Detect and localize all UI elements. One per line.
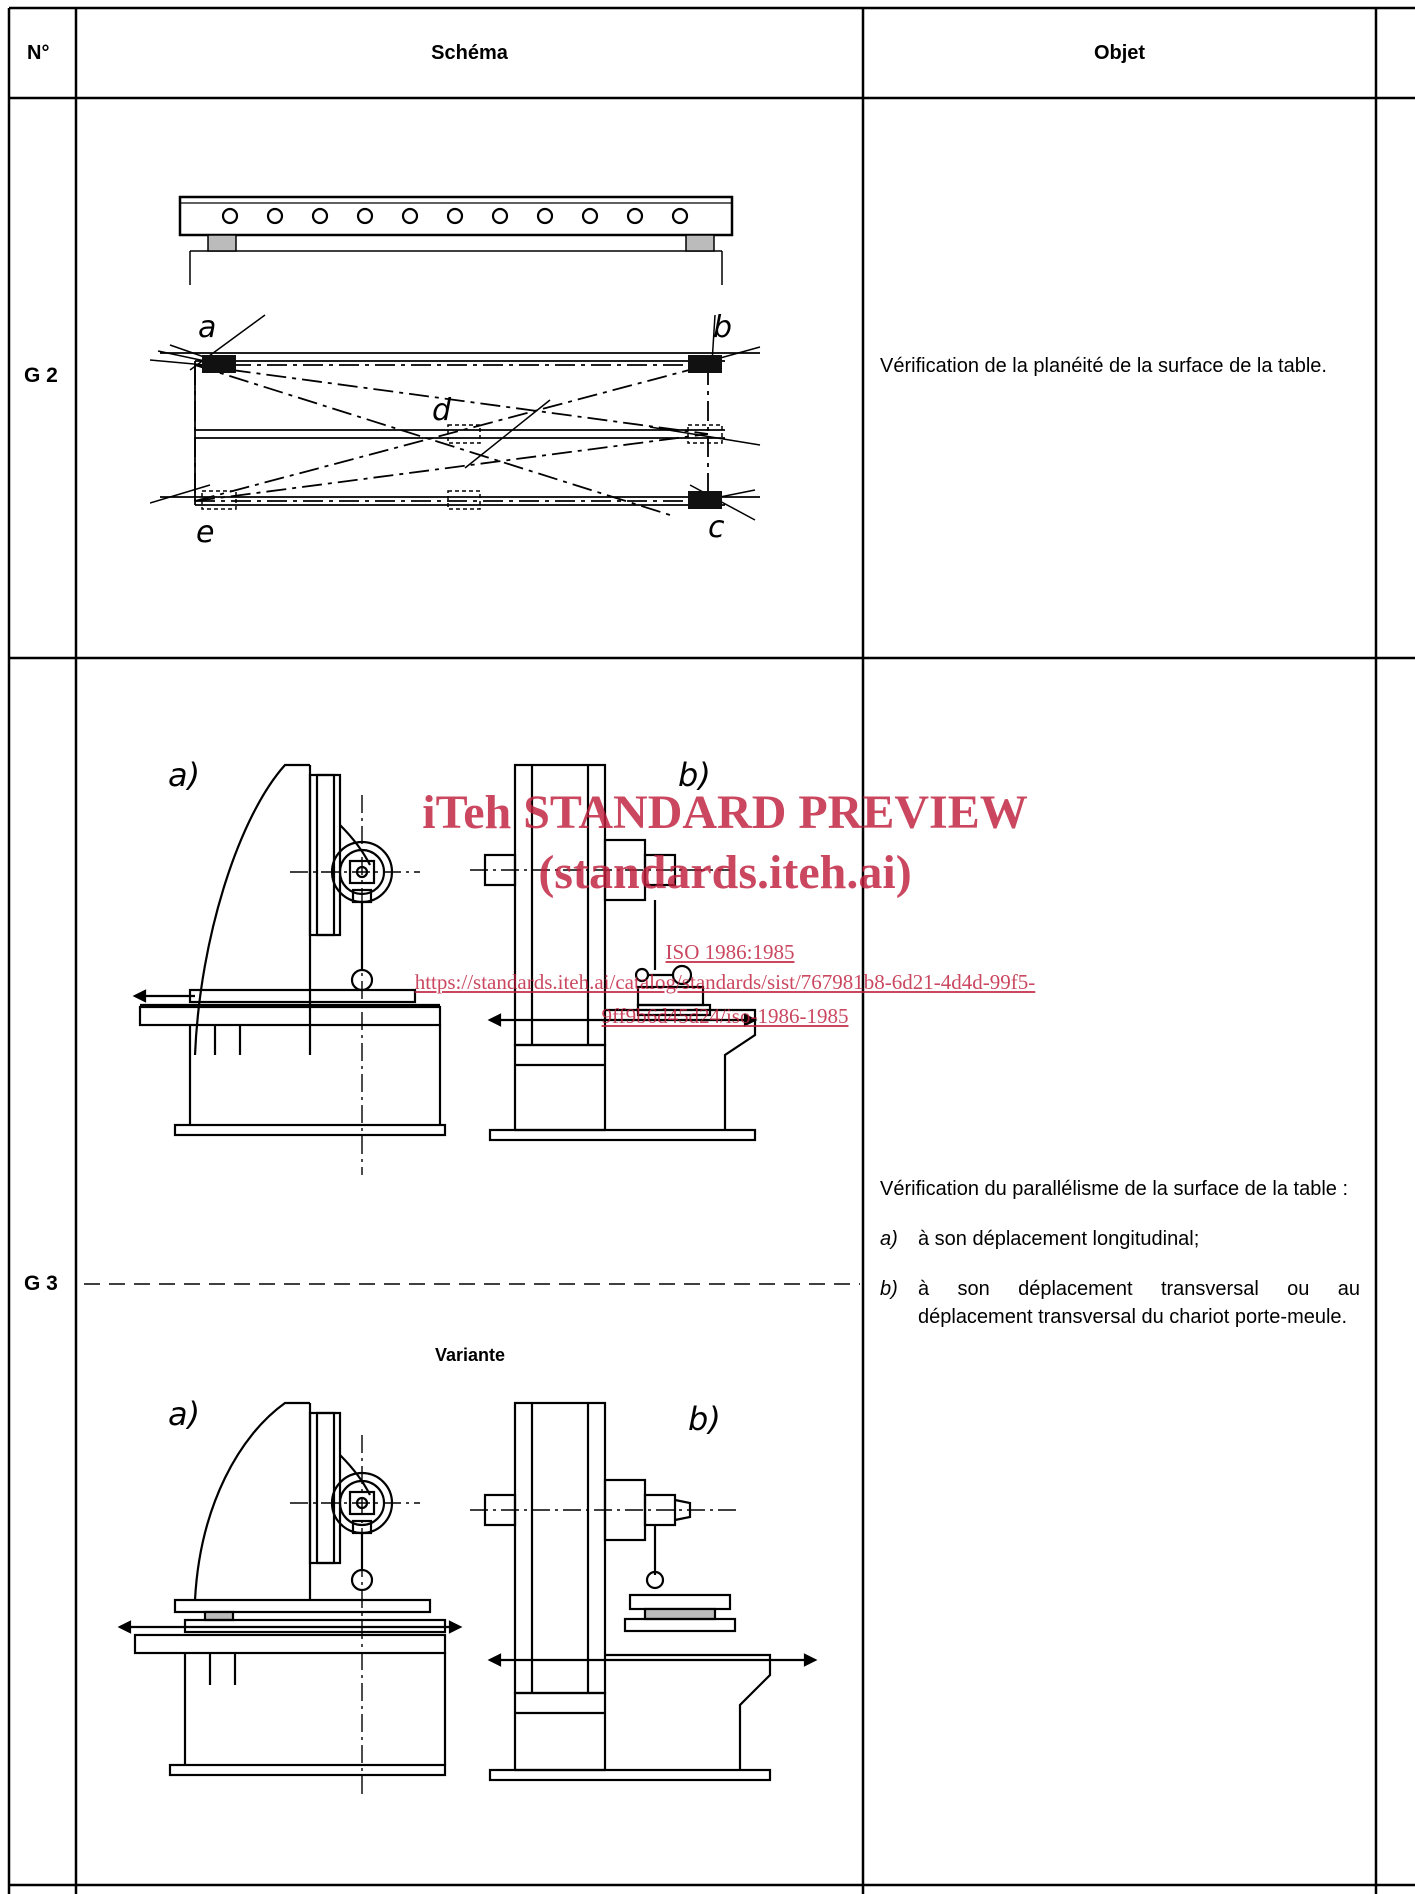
g3-item-a-label: a) <box>880 1228 898 1250</box>
g3-objet-item-b: b) à son déplacement transversal ou au d… <box>880 1275 1360 1331</box>
row-id-g3: G 3 <box>24 1272 58 1295</box>
g3-item-b-text: à son déplacement transversal ou au dépl… <box>918 1278 1360 1328</box>
g3-objet-item-a: a) à son déplacement longitudinal; <box>880 1225 1360 1253</box>
g2-label-a: a <box>198 310 216 345</box>
watermark-standard-link[interactable]: ISO 1986:1985 <box>665 940 795 964</box>
g3-bottom-label-a: a) <box>168 1395 201 1433</box>
header-schema: Schéma <box>431 42 508 64</box>
watermark-subtitle: (standards.iteh.ai) <box>538 846 912 899</box>
g2-label-b: b <box>713 310 732 345</box>
g3-variante-label: Variante <box>434 1345 506 1365</box>
g3-bottom-machine-b <box>470 1401 818 1782</box>
g3-objet: Vérification du parallélisme de la surfa… <box>880 1175 1360 1331</box>
g3-top-machine-b <box>470 763 758 1142</box>
g2-label-e: e <box>196 515 214 550</box>
g3-item-a-text: à son déplacement longitudinal; <box>918 1228 1200 1250</box>
g3-item-b-label: b) <box>880 1278 898 1300</box>
g2-objet-text: Vérification de la planéité de la surfac… <box>880 355 1327 377</box>
g3-bottom-machine-a <box>117 1401 463 1795</box>
g3-top-label-b: b) <box>678 756 711 794</box>
watermark-url-line2[interactable]: 9ff9b6d45d24/iso-1986-1985 <box>601 1004 849 1028</box>
row-id-g2: G 2 <box>24 364 58 387</box>
watermark-url-line1[interactable]: https://standards.iteh.ai/catalog/standa… <box>414 970 1036 994</box>
g3-bottom-label-b: b) <box>688 1400 721 1438</box>
g2-label-d: d <box>432 393 452 428</box>
header-objet: Objet <box>1093 42 1146 64</box>
g3-objet-intro: Vérification du parallélisme de la surfa… <box>880 1178 1349 1200</box>
g2-table-schematic: a b c d e <box>150 195 761 550</box>
g2-label-c: c <box>708 510 725 545</box>
g3-top-machine-a <box>132 763 447 1175</box>
header-no: N° <box>27 42 50 64</box>
watermark-title: iTeh STANDARD PREVIEW <box>422 786 1028 839</box>
g3-top-label-a: a) <box>168 756 201 794</box>
